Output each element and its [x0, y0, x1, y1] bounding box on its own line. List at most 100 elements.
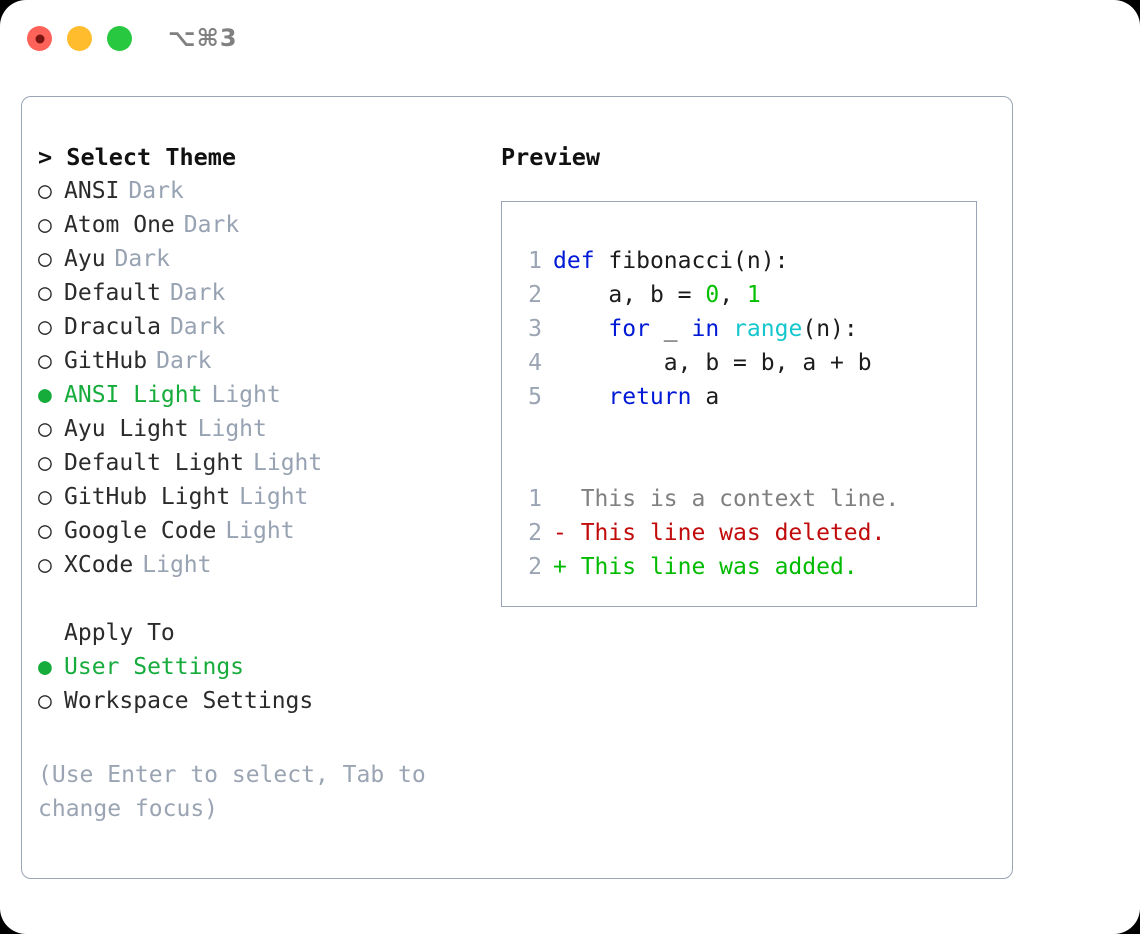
- select-theme-heading: > Select Theme: [38, 143, 237, 171]
- close-icon: [35, 34, 44, 43]
- code-text: [553, 282, 608, 308]
- theme-name: Ayu Light: [64, 416, 189, 442]
- code-line-number: 2: [528, 282, 542, 308]
- code-text: ,: [774, 350, 803, 376]
- code-text: b: [760, 350, 775, 376]
- code-text: n: [816, 316, 831, 342]
- diff-text: This is a context line.: [580, 486, 900, 512]
- code-line-number: 3: [528, 316, 542, 342]
- theme-variant-badge: Light: [211, 382, 281, 408]
- theme-name: Google Code: [64, 518, 217, 544]
- close-button[interactable]: [27, 26, 52, 51]
- radio-unselected-icon: ○: [38, 348, 52, 374]
- radio-unselected-icon: ○: [38, 552, 52, 578]
- diff-sign: -: [553, 520, 581, 546]
- theme-variant-badge: Light: [197, 416, 267, 442]
- theme-variant-badge: Dark: [114, 246, 170, 272]
- code-text: a: [608, 282, 623, 308]
- code-text: ,: [677, 350, 706, 376]
- code-text: (: [802, 316, 817, 342]
- title-bar: ⌥⌘3: [0, 0, 1140, 78]
- theme-variant-badge: Light: [142, 552, 212, 578]
- theme-name: ANSI Light: [64, 382, 203, 408]
- diff-text: This line was deleted.: [580, 520, 886, 546]
- code-text: b: [857, 350, 872, 376]
- diff-text: This line was added.: [580, 554, 858, 580]
- theme-name: Default: [64, 280, 161, 306]
- theme-variant-badge: Dark: [128, 178, 184, 204]
- code-number: 1: [746, 282, 761, 308]
- radio-unselected-icon: ○: [38, 518, 52, 544]
- diff-line-number: 2: [528, 520, 542, 546]
- code-text: =: [719, 350, 761, 376]
- theme-name: Dracula: [64, 314, 161, 340]
- code-text: a: [802, 350, 817, 376]
- theme-variant-badge: Light: [239, 484, 309, 510]
- keyboard-hint: (Use Enter to select, Tab to change focu…: [38, 762, 426, 822]
- theme-variant-badge: Dark: [169, 280, 226, 306]
- radio-unselected-icon: ○: [38, 416, 52, 442]
- code-text: ,: [622, 282, 650, 308]
- code-text: [553, 384, 608, 410]
- theme-name: ANSI: [64, 178, 120, 204]
- theme-variant-badge: Dark: [183, 212, 240, 238]
- code-text: [595, 248, 609, 274]
- code-text: [553, 350, 664, 376]
- zoom-button[interactable]: [107, 26, 132, 51]
- theme-option-google-code[interactable]: ○ Google Code Light: [38, 514, 488, 548]
- apply-to-option-user-settings[interactable]: ●User Settings: [38, 650, 488, 684]
- code-text: [719, 316, 733, 342]
- code-text: b: [649, 282, 664, 308]
- radio-selected-icon: ●: [38, 382, 52, 408]
- diff-sign: [553, 486, 581, 512]
- theme-option-ayu-light[interactable]: ○ Ayu Light Light: [38, 412, 488, 446]
- code-line-number: 1: [528, 248, 542, 274]
- radio-unselected-icon: ○: [38, 688, 52, 714]
- code-text: n: [746, 248, 761, 274]
- theme-variant-badge: Light: [225, 518, 295, 544]
- code-line-number: 5: [528, 384, 542, 410]
- diff-line-number: 1: [528, 486, 542, 512]
- window-title: ⌥⌘3: [168, 24, 238, 52]
- radio-unselected-icon: ○: [38, 212, 52, 238]
- apply-to-option-workspace-settings[interactable]: ○Workspace Settings: [38, 684, 488, 718]
- code-line: 3 for _ in range(n):: [516, 312, 899, 346]
- theme-variant-badge: Dark: [156, 348, 212, 374]
- code-text: a: [705, 384, 720, 410]
- list-spacer: [38, 582, 488, 616]
- code-text: [650, 316, 664, 342]
- code-text: =: [663, 282, 706, 308]
- code-text: b: [705, 350, 720, 376]
- minimize-button[interactable]: [67, 26, 92, 51]
- code-text: _: [663, 316, 678, 342]
- code-text: [691, 384, 705, 410]
- theme-name: Ayu: [64, 246, 106, 272]
- code-keyword: in: [691, 316, 720, 342]
- code-blank-line: [516, 414, 899, 448]
- code-line: 4 a, b = b, a + b: [516, 346, 899, 380]
- code-number: 0: [705, 282, 720, 308]
- diff-line-deleted: 2- This line was deleted.: [516, 516, 899, 550]
- apply-to-list[interactable]: ●User Settings○Workspace Settings: [38, 650, 488, 718]
- code-text: a: [663, 350, 678, 376]
- code-text: ):: [830, 316, 858, 342]
- code-keyword: for: [608, 316, 650, 342]
- theme-variant-badge: Light: [253, 450, 323, 476]
- theme-option-ansi-light[interactable]: ● ANSI Light Light: [38, 378, 488, 412]
- apply-to-heading: Apply To: [64, 620, 175, 646]
- code-text: [678, 316, 692, 342]
